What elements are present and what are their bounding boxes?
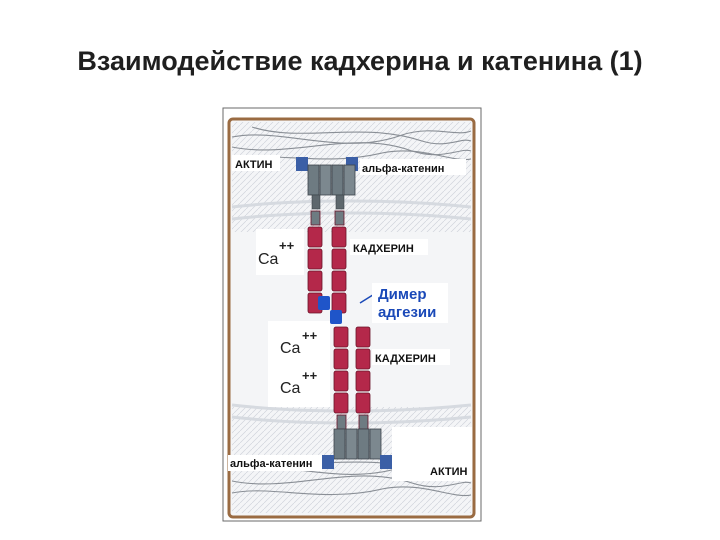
label-actin-bottom: АКТИН [430, 466, 468, 478]
cadherin-stack-top [307, 210, 347, 314]
bottom-membrane-line-2 [231, 415, 472, 425]
alpha-catenin-complex-top [296, 157, 358, 210]
label-dimer-line2: адгезии [378, 304, 436, 321]
label-alpha-catenin-bottom: альфа-катенин [230, 458, 312, 470]
label-alpha-catenin-top: альфа-катенин [362, 163, 444, 175]
label-bg-actin-top [232, 155, 280, 171]
label-bg-ca-2-3 [268, 321, 330, 407]
label-bg-cadherin-top [350, 239, 428, 255]
cadherin-stack-bottom [333, 326, 371, 430]
label-ca-2: Ca [280, 340, 301, 357]
actin-binding-node-bottom-left [322, 455, 334, 469]
label-bg-dimer [372, 283, 448, 323]
slide-title: Взаимодействие кадхерина и катенина (1) [77, 46, 643, 76]
top-membrane-line-2 [231, 211, 472, 221]
top-membrane-line [231, 199, 472, 209]
label-ca-1: Ca [258, 251, 279, 268]
label-dimer-line1: Димер [378, 286, 427, 303]
label-ca-1-charge: ++ [279, 238, 295, 253]
cadherin-catenin-figure: АКТИН альфа-катенин Ca ++ КАДХЕРИН Димер… [222, 107, 482, 522]
label-ca-3-charge: ++ [302, 368, 318, 383]
label-bg-alpha-top [360, 159, 466, 175]
label-cadherin-bottom: КАДХЕРИН [375, 353, 436, 365]
alpha-catenin-complex-bottom [322, 428, 392, 469]
label-bg-cadherin-bottom [372, 349, 450, 365]
label-bg-alpha-bottom [228, 455, 322, 471]
label-bg-actin-bottom [392, 427, 472, 481]
label-ca-2-charge: ++ [302, 328, 318, 343]
label-cadherin-top: КАДХЕРИН [353, 243, 414, 255]
label-bg-ca-1 [256, 229, 304, 275]
label-actin-top: АКТИН [235, 159, 273, 171]
diagram-canvas: АКТИН альфа-катенин Ca ++ КАДХЕРИН Димер… [222, 107, 482, 522]
actin-binding-node-bottom-right [380, 455, 392, 469]
actin-binding-node-top-left [296, 157, 308, 171]
label-ca-3: Ca [280, 380, 301, 397]
